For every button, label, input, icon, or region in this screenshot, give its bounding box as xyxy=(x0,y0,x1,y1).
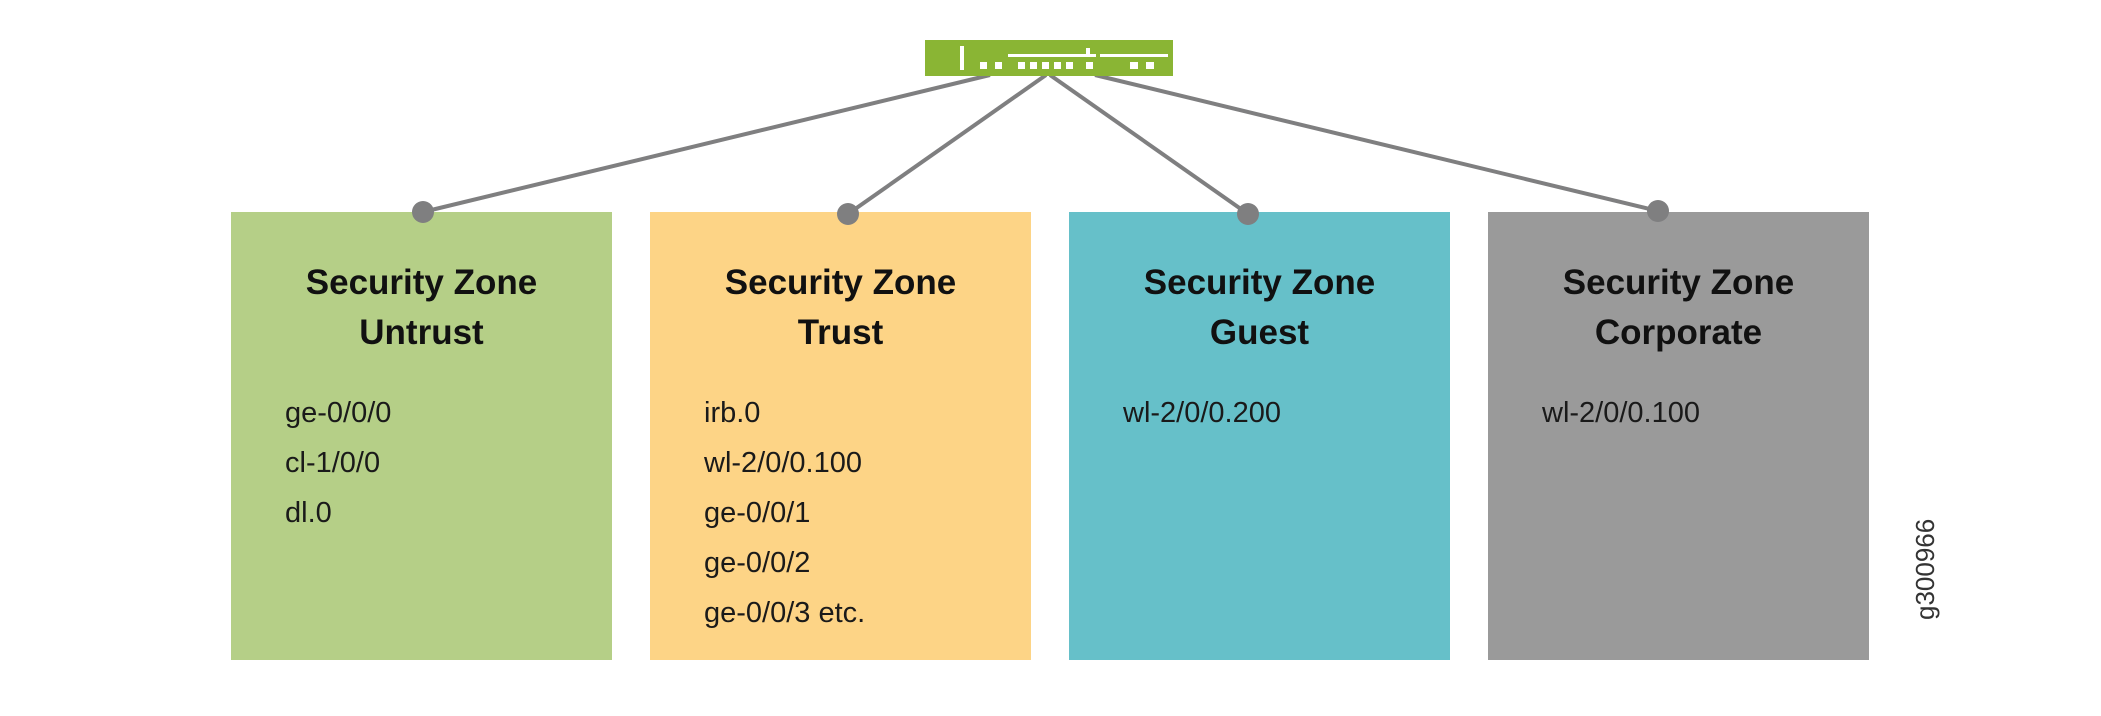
interface-item: ge-0/0/1 xyxy=(704,497,811,529)
zone-title-line1: Security Zone xyxy=(1562,263,1795,302)
zone-name: Guest xyxy=(1209,313,1310,352)
figure-id: g300966 xyxy=(1910,518,1940,620)
security-zone-guest: Security Zone Guest wl-2/0/0.200 xyxy=(1069,212,1450,660)
zone-title-line1: Security Zone xyxy=(1143,263,1376,302)
interface-item: dl.0 xyxy=(285,497,332,529)
interface-item: ge-0/0/3 etc. xyxy=(704,597,866,629)
interface-item: wl-2/0/0.200 xyxy=(1123,397,1281,429)
interface-list: wl-2/0/0.100 xyxy=(1488,388,1869,438)
security-zone-trust: Security Zone Trust irb.0 wl-2/0/0.100 g… xyxy=(650,212,1031,660)
switch-port xyxy=(1086,62,1093,69)
interface-list: ge-0/0/0 cl-1/0/0 dl.0 xyxy=(231,388,612,538)
security-zone-untrust: Security Zone Untrust ge-0/0/0 cl-1/0/0 … xyxy=(231,212,612,660)
interface-item: irb.0 xyxy=(704,397,761,429)
connector-lines xyxy=(422,73,1659,216)
zone-title: Security Zone Trust xyxy=(650,258,1031,358)
switch-port-bar xyxy=(1086,48,1090,57)
zone-title: Security Zone Corporate xyxy=(1488,258,1869,358)
switch-port xyxy=(980,62,987,69)
zone-name: Untrust xyxy=(359,313,484,352)
zone-name: Corporate xyxy=(1594,313,1763,352)
switch-port xyxy=(1030,62,1037,69)
zone-title: Security Zone Guest xyxy=(1069,258,1450,358)
switch-port xyxy=(1054,62,1061,69)
switch-port-bar xyxy=(1008,54,1096,57)
switch-port-bar xyxy=(1100,54,1168,57)
switch-port xyxy=(1130,62,1138,69)
interface-item: cl-1/0/0 xyxy=(285,447,381,479)
interface-list: irb.0 wl-2/0/0.100 ge-0/0/1 ge-0/0/2 ge-… xyxy=(650,388,1031,638)
connector-line-untrust xyxy=(422,73,991,214)
interface-item: wl-2/0/0.100 xyxy=(1542,397,1700,429)
security-zone-corporate: Security Zone Corporate wl-2/0/0.100 xyxy=(1488,212,1869,660)
interface-item: wl-2/0/0.100 xyxy=(704,447,862,479)
interface-item: ge-0/0/0 xyxy=(285,397,392,429)
zone-name: Trust xyxy=(797,313,884,352)
switch-port xyxy=(1042,62,1049,69)
switch-port xyxy=(1146,62,1154,69)
network-switch-icon xyxy=(925,40,1173,76)
switch-port-indicator xyxy=(960,46,964,70)
zone-title-line1: Security Zone xyxy=(724,263,957,302)
interface-list: wl-2/0/0.200 xyxy=(1069,388,1450,438)
zone-title-line1: Security Zone xyxy=(305,263,538,302)
connector-line-corporate xyxy=(1094,73,1659,213)
connector-line-trust xyxy=(846,73,1048,216)
connector-line-guest xyxy=(1048,73,1250,216)
switch-port xyxy=(1018,62,1025,69)
zone-title: Security Zone Untrust xyxy=(231,258,612,358)
interface-item: ge-0/0/2 xyxy=(704,547,811,579)
switch-port xyxy=(1066,62,1073,69)
switch-body xyxy=(925,40,1173,76)
switch-port xyxy=(995,62,1002,69)
